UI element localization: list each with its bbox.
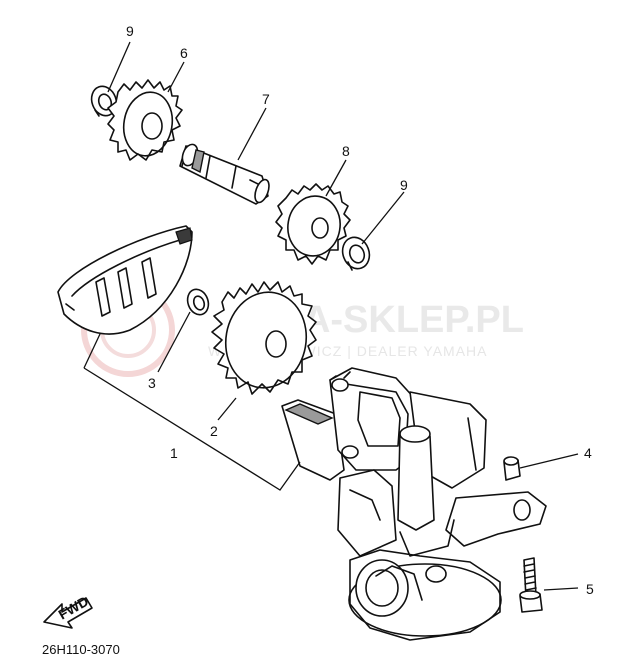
gear-part-8 (275, 183, 351, 265)
callout-5: 5 (586, 581, 594, 597)
circlip-part-3 (186, 288, 210, 316)
callouts: 9 6 7 8 9 3 2 1 4 5 (126, 23, 594, 597)
gear-part-6 (107, 79, 183, 161)
circlip-part-9-lower (341, 236, 371, 271)
crescent-cover (57, 225, 193, 335)
callout-7: 7 (262, 91, 270, 107)
callout-4: 4 (584, 445, 592, 461)
fwd-arrow-icon: FWD (43, 593, 93, 629)
callout-8: 8 (342, 143, 350, 159)
shaft-part-7 (179, 143, 270, 205)
callout-1: 1 (170, 445, 178, 461)
bolt-part-5 (519, 557, 543, 613)
callout-9-upper: 9 (126, 23, 134, 39)
gear-part-2 (211, 281, 317, 395)
callout-3: 3 (148, 375, 156, 391)
leader-lines (83, 41, 579, 591)
callout-6: 6 (180, 45, 188, 61)
part-code: 26H110-3070 (42, 642, 120, 657)
callout-2: 2 (210, 423, 218, 439)
callout-9-lower: 9 (400, 177, 408, 193)
oil-pump-body (281, 367, 547, 641)
dowel-pin-part-4 (503, 456, 521, 481)
